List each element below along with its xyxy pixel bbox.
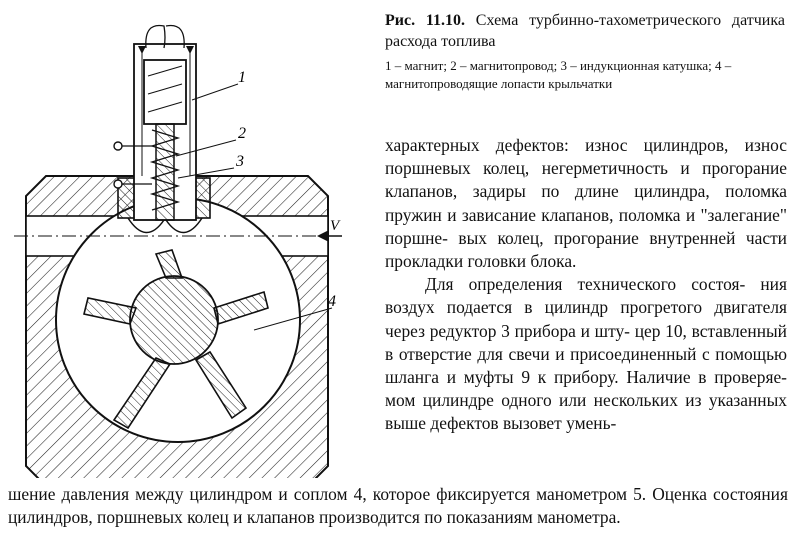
- sensor-diagram: 1 2 3 4 V: [14, 24, 342, 478]
- figure-caption: Рис. 11.10. Схема турбинно-тахометрическ…: [385, 10, 785, 93]
- label-4: 4: [328, 293, 336, 310]
- body-text-column: характерных дефектов: износ цилиндров, и…: [385, 134, 787, 436]
- caption-legend: 1 – магнит; 2 – магнитопровод; 3 – индук…: [385, 58, 732, 91]
- magnet: [143, 59, 187, 125]
- label-3: 3: [235, 153, 244, 170]
- label-1: 1: [238, 69, 246, 86]
- label-v: V: [330, 218, 341, 234]
- induction-coil: [149, 129, 181, 211]
- impeller-hub: [129, 275, 219, 365]
- paragraph-bottom: шение давления между цилиндром и соплом …: [8, 484, 788, 528]
- caption-title-text: Схема турбинно-тахометрического датчика …: [385, 12, 785, 50]
- impeller-blades: [83, 249, 269, 430]
- label-2: 2: [238, 125, 246, 142]
- caption-number: Рис. 11.10.: [385, 12, 465, 29]
- caption-title: Рис. 11.10. Схема турбинно-тахометрическ…: [385, 10, 785, 52]
- paragraph-defects: характерных дефектов: износ цилиндров, и…: [385, 135, 787, 272]
- body-text-bottom: шение давления между цилиндром и соплом …: [8, 483, 788, 529]
- paragraph-method: Для определения технического состоя- ния…: [385, 274, 787, 434]
